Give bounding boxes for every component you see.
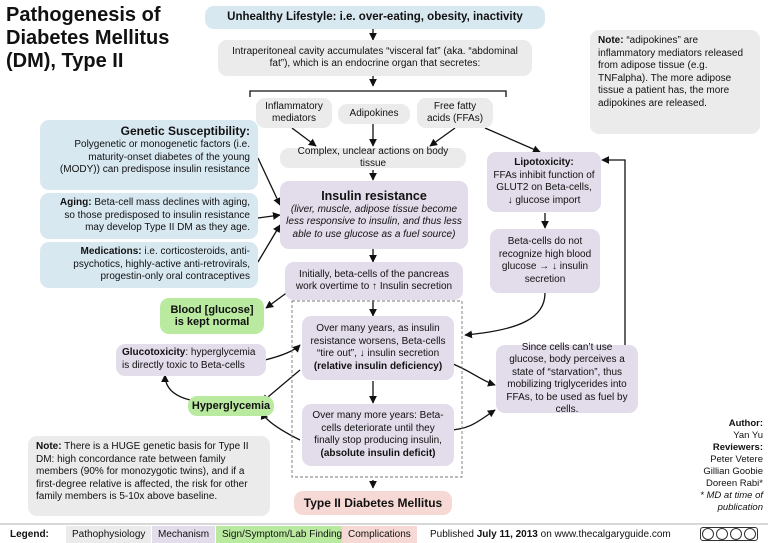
- beta-cells-overtime-box: Initially, beta-cells of the pancreas wo…: [285, 262, 463, 300]
- creative-commons-icon: [700, 527, 758, 541]
- aging-text: Beta-cell mass declines with aging, so t…: [64, 197, 250, 233]
- insulin-resistance-detail: (liver, muscle, adipose tissue become le…: [286, 203, 462, 240]
- title-line-2: Diabetes Mellitus: [6, 27, 170, 49]
- lipotoxicity-text: FFAs inhibit function of GLUT2 on Beta-c…: [493, 169, 595, 206]
- page-title: Pathogenesis of Diabetes Mellitus (DM), …: [6, 4, 206, 73]
- adipokines-box: Adipokines: [338, 104, 410, 124]
- free-fatty-acids-box: Free fatty acids (FFAs): [417, 98, 493, 128]
- legend-label: Legend:: [10, 529, 49, 540]
- author-label: Author:: [728, 418, 763, 429]
- author-name: Yan Yu: [733, 430, 763, 441]
- published-date: July 11, 2013: [476, 529, 538, 540]
- type-2-dm-box: Type II Diabetes Mellitus: [294, 491, 452, 515]
- title-line-1: Pathogenesis of: [6, 4, 161, 26]
- reviewer-1: Peter Vetere: [710, 454, 763, 465]
- glucotoxicity-text: : hyperglycemia is directly toxic to Bet…: [122, 347, 256, 371]
- insulin-resistance-box: Insulin resistance (liver, muscle, adipo…: [280, 181, 468, 249]
- relative-insulin-deficiency-box: Over many years, as insulin resistance w…: [302, 316, 454, 380]
- genetic-note-box: Note: There is a HUGE genetic basis for …: [28, 436, 270, 516]
- reviewer-2: Gillian Goobie: [703, 466, 763, 477]
- beta-cells-no-recognize-box: Beta-cells do not recognize high blood g…: [490, 229, 600, 293]
- absolute-deficit-label: (absolute insulin deficit): [320, 447, 436, 459]
- genetic-susceptibility-box: Genetic Susceptibility: Polygenetic or m…: [40, 120, 258, 190]
- legend-published: Published July 11, 2013 on www.thecalgar…: [424, 526, 677, 543]
- published-suffix: on www.thecalgaryguide.com: [537, 529, 671, 540]
- genetic-title: Genetic Susceptibility:: [120, 124, 250, 138]
- medications-text: i.e. corticosteroids, anti-psychotics, h…: [73, 246, 250, 282]
- visceral-fat-box: Intraperitoneal cavity accumulates “visc…: [218, 40, 532, 76]
- genetic-note-label: Note:: [36, 441, 62, 452]
- inflammatory-mediators-box: Inflammatory mediators: [256, 98, 332, 128]
- medications-box: Medications: i.e. corticosteroids, anti-…: [40, 242, 258, 288]
- absolute-insulin-deficit-box: Over many more years: Beta-cells deterio…: [302, 404, 454, 466]
- adipokines-note-label: Note:: [598, 35, 624, 46]
- aging-box: Aging: Beta-cell mass declines with agin…: [40, 193, 258, 239]
- starvation-box: Since cells can’t use glucose, body perc…: [496, 342, 638, 415]
- genetic-note-text: There is a HUGE genetic basis for Type I…: [36, 441, 249, 502]
- lifestyle-box: Unhealthy Lifestyle: i.e. over-eating, o…: [205, 6, 545, 29]
- legend-mechanism: Mechanism: [152, 526, 216, 543]
- hyperglycemia-box: Hyperglycemia: [188, 396, 274, 416]
- aging-label: Aging:: [59, 197, 92, 208]
- glucotoxicity-label: Glucotoxicity: [122, 347, 186, 358]
- adipokines-note-box: Note: “adipokines” are inflammatory medi…: [590, 30, 760, 134]
- legend-pathophysiology: Pathophysiology: [66, 526, 152, 543]
- lipotoxicity-label: Lipotoxicity:: [514, 157, 574, 168]
- glucose-normal-box: Blood [glucose] is kept normal: [160, 298, 264, 334]
- reviewers-label: Reviewers:: [712, 442, 763, 453]
- legend-complications: Complications: [342, 526, 417, 543]
- insulin-resistance-title: Insulin resistance: [321, 188, 427, 203]
- title-line-3: (DM), Type II: [6, 50, 124, 72]
- published-prefix: Published: [430, 529, 477, 540]
- relative-deficiency-text: Over many years, as insulin resistance w…: [310, 323, 446, 359]
- medications-label: Medications:: [80, 246, 142, 257]
- credits-footnote: * MD at time of publication: [700, 490, 763, 513]
- complex-actions-box: Complex, unclear actions on body tissue: [280, 146, 466, 169]
- lipotoxicity-box: Lipotoxicity: FFAs inhibit function of G…: [487, 152, 601, 212]
- glucotoxicity-box: Glucotoxicity: hyperglycemia is directly…: [116, 344, 266, 376]
- legend-sign-symptom: Sign/Symptom/Lab Finding: [216, 526, 349, 543]
- reviewer-3: Doreen Rabi*: [705, 478, 763, 489]
- relative-deficiency-label: (relative insulin deficiency): [313, 360, 443, 372]
- adipokines-note-text: “adipokines” are inflammatory mediators …: [598, 35, 744, 109]
- credits: Author: Yan Yu Reviewers: Peter Vetere G…: [655, 418, 763, 514]
- absolute-deficit-text: Over many more years: Beta-cells deterio…: [312, 410, 444, 446]
- genetic-text: Polygenetic or monogenetic factors (i.e.…: [59, 139, 250, 175]
